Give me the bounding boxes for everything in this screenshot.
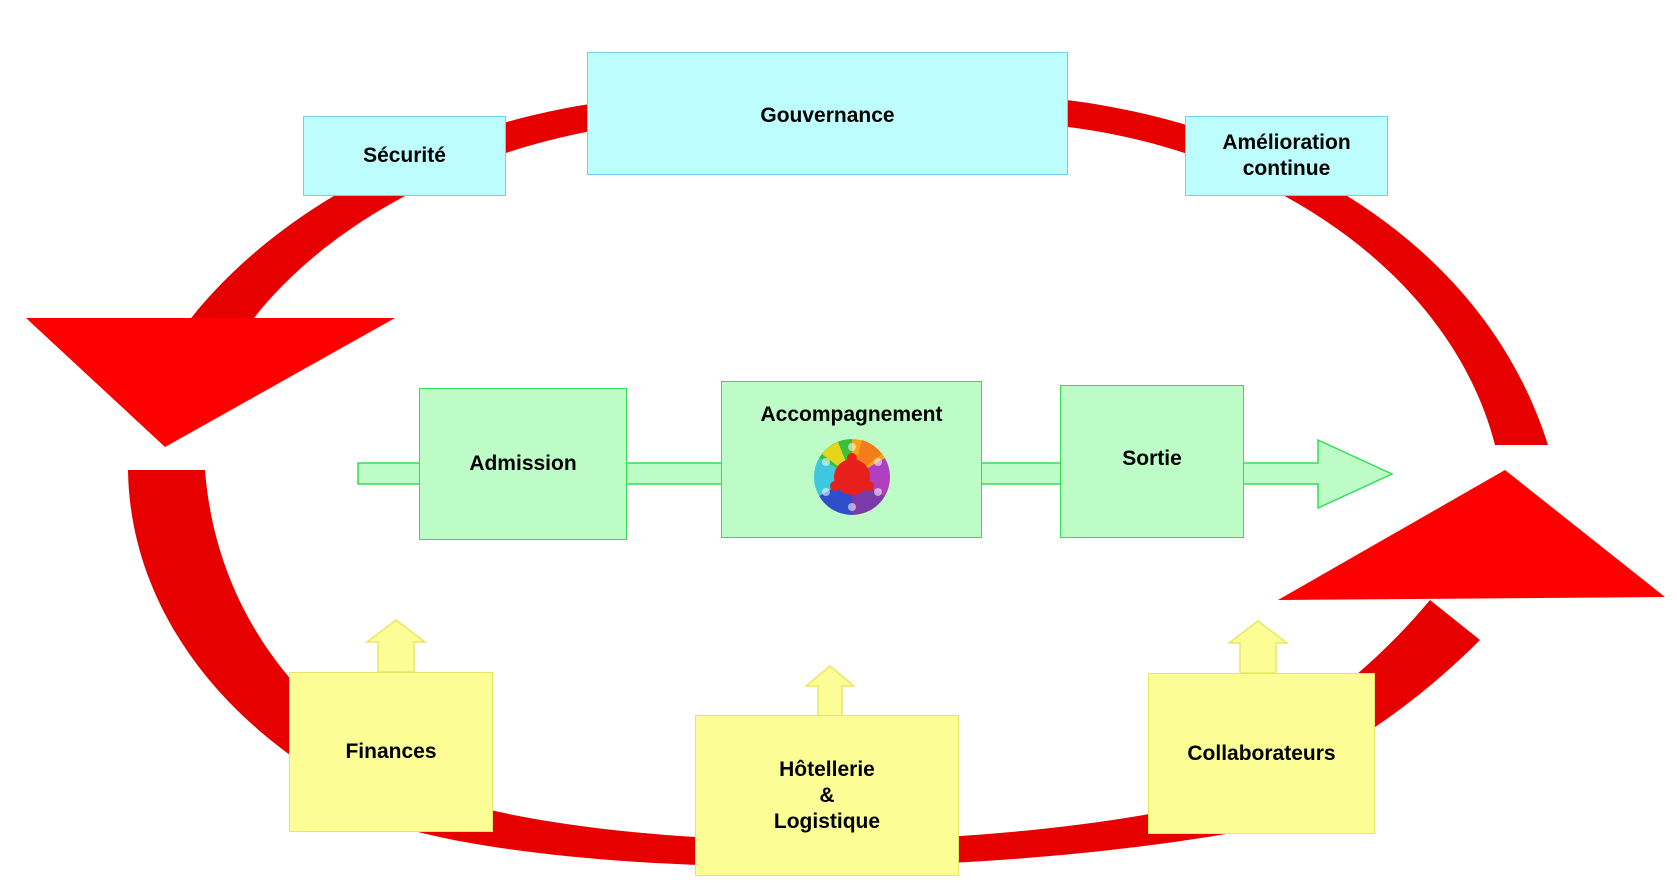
support-arrow-finances [364,619,428,673]
box-amelioration-line-1: Amélioration [1222,131,1351,154]
box-collaborateurs-label: Collaborateurs [1187,741,1336,765]
box-hotellerie-logistique: Hôtellerie & Logistique [695,715,959,876]
box-amelioration-line-2: continue [1242,157,1331,180]
box-amelioration-continue: Amélioration continue [1185,116,1388,196]
support-arrows [364,619,1290,717]
box-admission: Admission [419,388,627,540]
support-arrow-collaborateurs [1226,620,1290,674]
box-finances-label: Finances [345,740,437,763]
puzzle-center [833,459,870,495]
cycle-arrowhead-right [1278,470,1665,600]
cycle-arrowhead-left [26,318,395,447]
box-admission-label: Admission [469,452,577,475]
box-gouvernance: Gouvernance [587,52,1068,175]
box-securite-label: Sécurité [363,144,446,167]
box-accompagnement-label: Accompagnement [760,403,943,426]
cycle-arc-top-right [1050,98,1548,445]
cycle-arc-left [128,470,440,825]
cycle-arc-top-left [182,100,630,330]
box-finances: Finances [289,672,493,832]
box-hotellerie-line-1: Hôtellerie [779,757,875,781]
support-arrow-hotellerie [803,665,857,717]
box-collaborateurs: Collaborateurs [1148,673,1375,834]
box-accompagnement: Accompagnement [721,381,982,538]
box-sortie-label: Sortie [1122,447,1182,470]
box-gouvernance-label: Gouvernance [760,104,895,127]
puzzle-circle-icon [813,439,890,515]
box-securite: Sécurité [303,116,506,196]
cycle-arc-bottom [410,790,1275,867]
box-hotellerie-line-2: & [819,783,835,807]
box-sortie: Sortie [1060,385,1244,538]
puzzle-knobs [821,443,882,511]
box-hotellerie-line-3: Logistique [773,809,881,833]
puzzle-center-knobs [829,453,874,491]
